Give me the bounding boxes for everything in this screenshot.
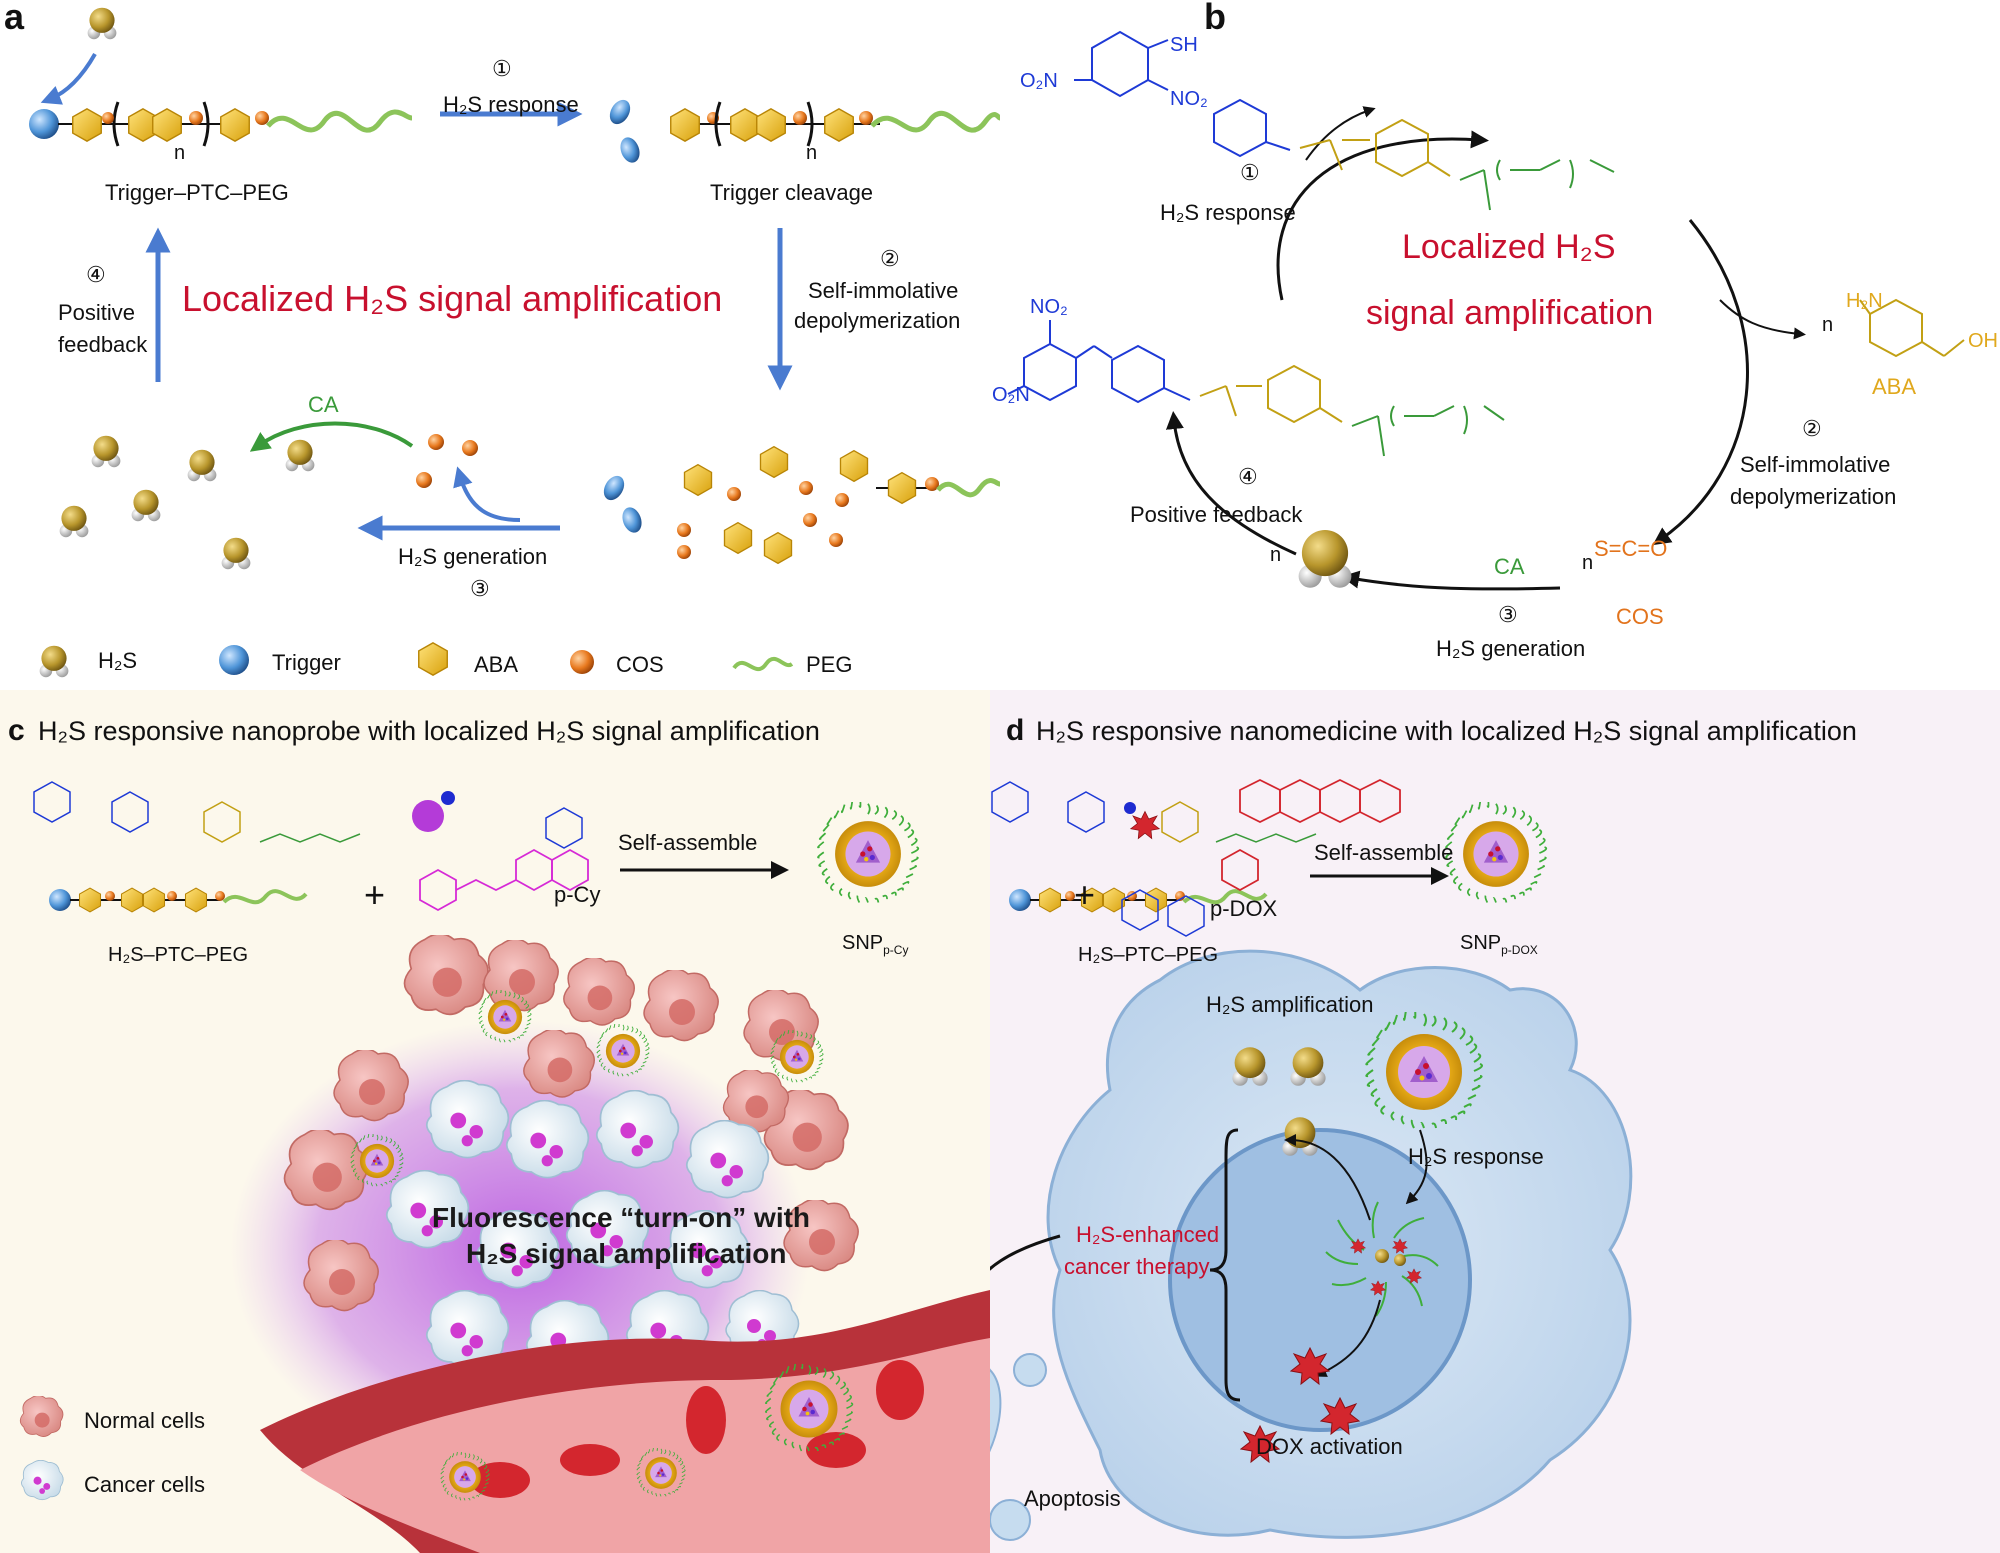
legend-cos-icon [570,650,594,674]
legend-normal-label: Normal cells [84,1408,206,1433]
sh-label: SH [1170,34,1198,56]
h2s-molecule-icon [87,7,117,40]
panel-c-letter: c [8,714,25,747]
no2-label-top: NO₂ [1170,88,1208,110]
snp-p-dox-label: SNPp-DOX [1460,932,1538,957]
snp-sub-d: p-DOX [1501,943,1538,957]
c-self-assemble-label: Self-assemble [618,830,758,855]
snp-label-d: SNP [1460,932,1502,954]
step2-number: ② [880,246,900,271]
o2n-label-left: O₂N [992,384,1030,406]
step3-label: H₂S generation [398,544,548,569]
b-step4-label: Positive feedback [1130,502,1303,527]
panel-b-cycle-diagram: S=C=O [1007,30,1965,591]
oh-label: OH [1968,330,1998,352]
aba-label: ABA [1872,374,1917,399]
legend-h2s-icon [39,645,69,678]
h2s-amplification-label: H₂S amplification [1206,992,1374,1017]
enhanced-label-2: cancer therapy [1064,1254,1210,1279]
subscript-n-1: n [174,142,186,164]
ca-label-b: CA [1494,554,1525,579]
subscript-n-2: n [806,142,818,164]
b-step2-label-1: Self-immolative [1740,452,1891,477]
p-cy-plus: + [364,874,386,915]
b-step2-number: ② [1802,416,1822,441]
cos-formula: S=C=O [1594,536,1667,561]
legend-trigger-label: Trigger [272,650,341,675]
apoptosis-label: Apoptosis [1024,1486,1121,1511]
b-step4-number: ④ [1238,464,1258,489]
p-dox-plus: + [1074,874,1096,915]
d-polymer-label: H₂S–PTC–PEG [1078,944,1219,966]
enhanced-label-1: H₂S-enhanced [1076,1222,1220,1247]
legend-normal-cell-icon [19,1396,64,1437]
h2s-response-label: H₂S response [1408,1144,1544,1169]
step1-number: ① [492,56,512,81]
panel-c-illustration [19,781,990,1553]
panel-b-title-2: signal amplification [1366,294,1654,332]
b-step1-label: H₂S response [1160,200,1296,225]
legend-cos-label: COS [616,652,664,677]
snp-p-dox-nanoparticle [1445,802,1548,904]
apoptosis-fragments [990,1353,1047,1541]
d-self-assemble-label: Self-assemble [1314,840,1454,865]
label-trigger-ptc-peg: Trigger–PTC–PEG [105,180,289,205]
legend-h2s-label: H₂S [98,648,138,673]
depolymerized-products [603,446,1000,564]
ca-label-a: CA [308,392,339,417]
b-step3-label: H₂S generation [1436,636,1586,661]
legend-peg-icon [732,656,794,672]
step2-label-1: Self-immolative [808,278,959,303]
c-polymer-label: H₂S–PTC–PEG [108,944,249,966]
b-step3-number: ③ [1498,602,1518,627]
label-trigger-cleavage: Trigger cleavage [710,180,874,205]
c-center-text-2: H₂S signal amplification [466,1238,787,1269]
step2-label-2: depolymerization [794,308,961,333]
panel-a-diagram [29,7,1000,678]
step3-number: ③ [470,576,490,601]
dox-activation-label: DOX activation [1256,1434,1403,1459]
b-step2-label-2: depolymerization [1730,484,1897,509]
legend-aba-icon [418,642,448,676]
b-step1-number: ① [1240,160,1260,185]
cleaved-polymer [670,101,1000,147]
snp-sub-c: p-Cy [883,943,909,957]
no2-label-left: NO₂ [1030,296,1068,318]
trigger-ptc-peg-polymer [29,101,413,147]
step1-label: H₂S response [443,92,579,117]
c-center-text-1: Fluorescence “turn-on” with [432,1202,811,1233]
legend-trigger-icon [219,645,249,675]
panel-a-title: Localized H₂S signal amplification [182,278,723,319]
disassembled-micelle [1325,1201,1439,1317]
step4-number: ④ [86,262,106,287]
legend-cancer-label: Cancer cells [84,1472,206,1497]
panel-c-title: H₂S responsive nanoprobe with localized … [38,716,820,746]
panel-d-title: H₂S responsive nanomedicine with localiz… [1036,716,1857,746]
legend-aba-label: ABA [474,652,519,677]
panel-d: d H₂S responsive nanomedicine with local… [990,690,2000,1553]
snp-p-cy-label: SNPp-Cy [842,932,908,957]
nh2-label: H₂N [1846,290,1883,312]
panel-d-illustration [990,778,1633,1541]
panel-b-title-1: Localized H₂S [1402,228,1616,266]
step4-label-2: feedback [58,332,148,357]
step4-label-1: Positive [58,300,136,325]
b-n-h2s: n [1270,544,1282,566]
snp-p-cy-nanoparticle [817,802,920,904]
snp-label-c: SNP [842,932,884,954]
panel-c: c H₂S responsive nanoprobe with localize… [0,690,990,1553]
panel-a-letter: a [4,0,25,37]
p-cy-label: p-Cy [554,882,601,907]
panel-b-letter: b [1204,0,1226,37]
cos-label: COS [1616,604,1664,629]
legend-cancer-cell-icon [21,1460,64,1501]
legend-peg-label: PEG [806,652,853,677]
b-n-aba: n [1822,314,1834,336]
panel-d-letter: d [1006,714,1025,747]
b-n-cos: n [1582,552,1594,574]
o2n-label-top: O₂N [1020,70,1058,92]
p-dox-label: p-DOX [1210,896,1278,921]
